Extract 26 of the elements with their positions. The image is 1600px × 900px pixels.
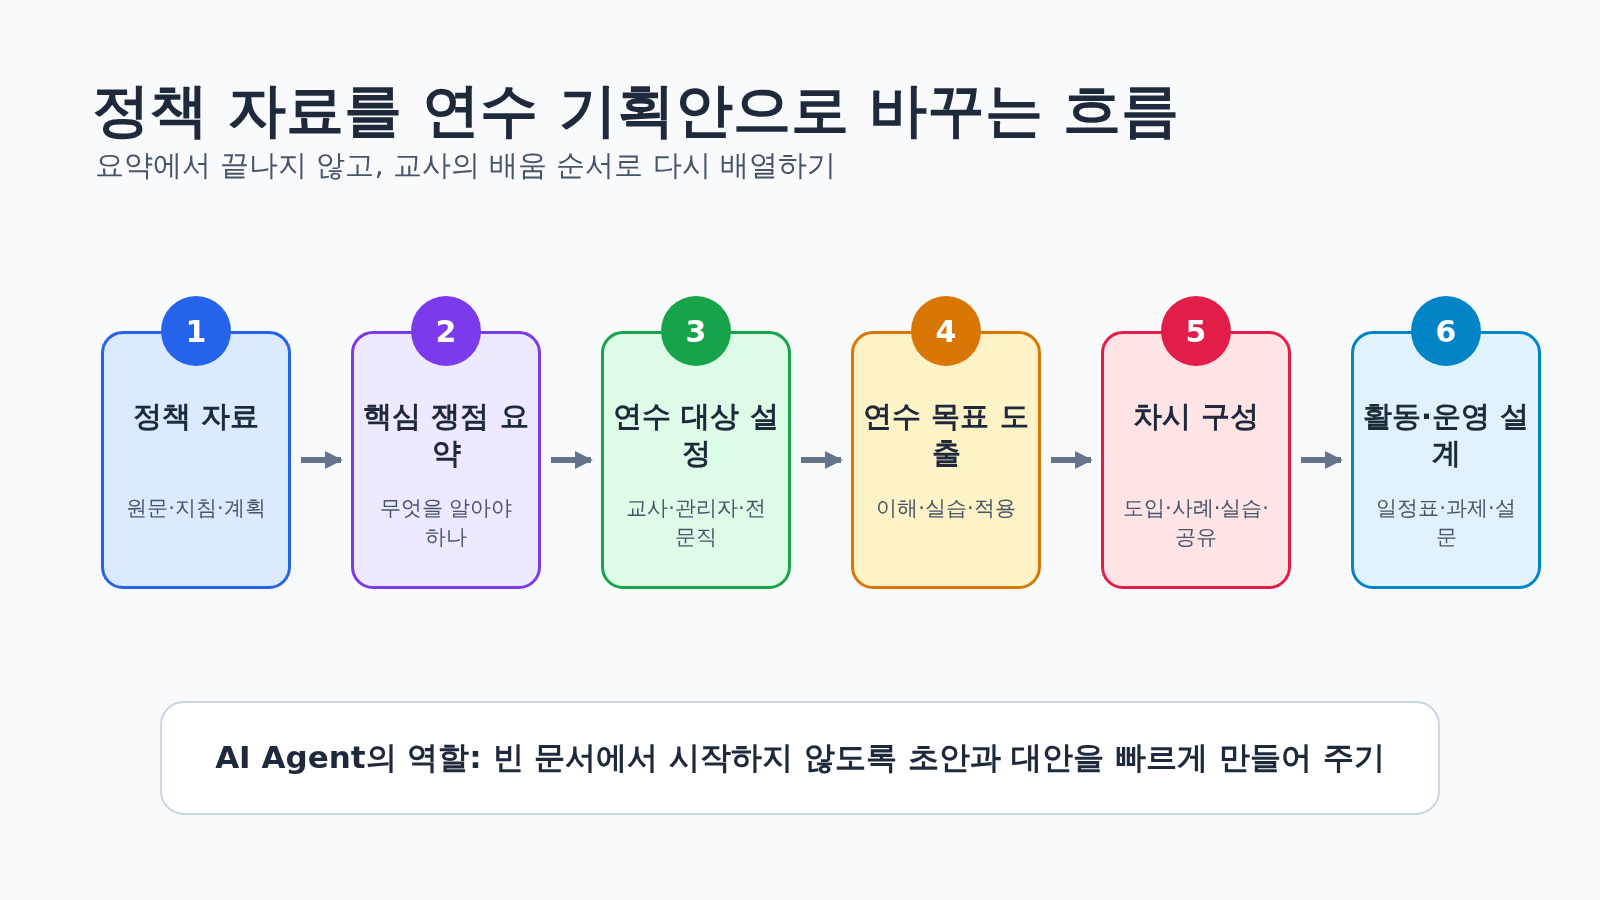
step-heading: 연수 대상 설정	[612, 398, 780, 472]
step-description: 교사·관리자·전문직	[625, 495, 767, 551]
step-heading: 연수 목표 도출	[862, 398, 1030, 472]
step-description: 원문·지침·계획	[125, 495, 267, 522]
arrow	[1051, 451, 1093, 469]
step-number-circle: 1	[161, 296, 231, 366]
step-description: 이해·실습·적용	[875, 495, 1017, 522]
subtitle: 요약에서 끝나지 않고, 교사의 배움 순서로 다시 배열하기	[95, 147, 836, 184]
step-number-circle: 5	[1161, 296, 1231, 366]
step-heading: 정책 자료	[131, 398, 261, 435]
step-description: 일정표·과제·설문	[1375, 495, 1517, 551]
step-heading: 활동·운영 설계	[1362, 398, 1530, 472]
step-description: 무엇을 알아야 하나	[378, 495, 514, 551]
arrow	[1301, 451, 1343, 469]
step-heading: 차시 구성	[1131, 398, 1261, 435]
step-number-circle: 4	[911, 296, 981, 366]
note-box: AI Agent의 역할: 빈 문서에서 시작하지 않도록 초안과 대안을 빠르게 만들어 주기	[160, 701, 1440, 815]
step-description: 도입·사례·실습·공유	[1122, 495, 1270, 551]
arrow	[801, 451, 843, 469]
step-heading: 핵심 쟁점 요약	[362, 398, 530, 472]
step-number-circle: 6	[1411, 296, 1481, 366]
arrow	[301, 451, 343, 469]
step-number-circle: 2	[411, 296, 481, 366]
arrow	[551, 451, 593, 469]
step-number-circle: 3	[661, 296, 731, 366]
title: 정책 자료를 연수 기획안으로 바꾸는 흐름	[92, 75, 1179, 146]
